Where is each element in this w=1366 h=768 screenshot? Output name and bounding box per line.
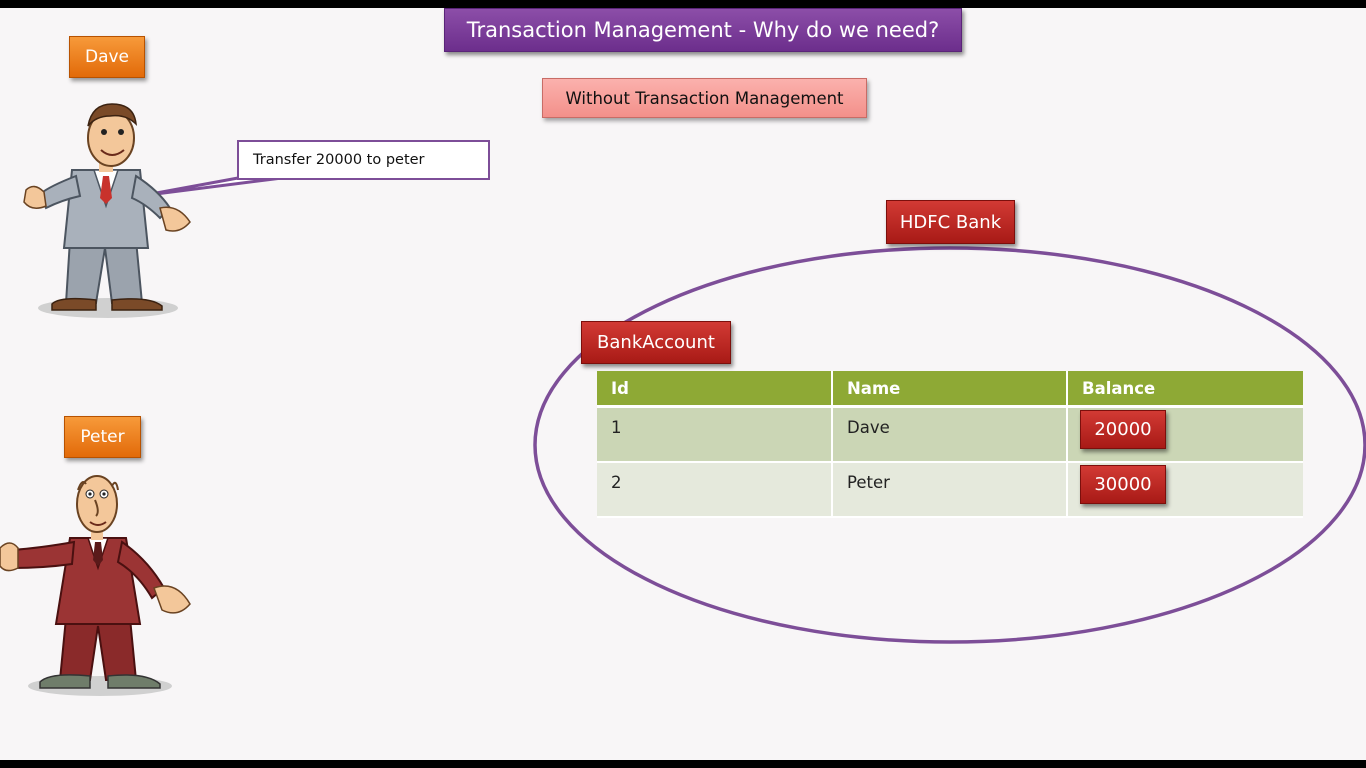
bank-boundary-ellipse (533, 246, 1366, 644)
peter-figure (0, 475, 191, 696)
table-row: 2 Peter 30000 (597, 463, 1303, 518)
cell-id: 1 (597, 408, 833, 463)
column-header-id: Id (597, 371, 833, 408)
diagram-canvas (0, 103, 1366, 696)
column-header-balance: Balance (1068, 371, 1303, 408)
dave-figure (23, 103, 191, 318)
speech-bubble: Transfer 20000 to peter (237, 140, 490, 180)
bank-name-tag: HDFC Bank (886, 200, 1015, 244)
cell-id: 2 (597, 463, 833, 518)
balance-tag: 30000 (1080, 465, 1166, 504)
slide: Transaction Management - Why do we need?… (0, 8, 1366, 760)
table-name-tag: BankAccount (581, 321, 731, 364)
dave-name-tag: Dave (69, 36, 145, 78)
slide-subtitle: Without Transaction Management (542, 78, 867, 118)
table-header-row: Id Name Balance (597, 371, 1303, 408)
bank-account-table: Id Name Balance 1 Dave 20000 2 Peter 300… (597, 371, 1303, 518)
cell-name: Peter (833, 463, 1068, 518)
column-header-name: Name (833, 371, 1068, 408)
balance-tag: 20000 (1080, 410, 1166, 449)
cell-balance: 30000 (1068, 463, 1303, 518)
peter-name-tag: Peter (64, 416, 141, 458)
speech-pointer (138, 176, 284, 198)
table-row: 1 Dave 20000 (597, 408, 1303, 463)
cell-name: Dave (833, 408, 1068, 463)
cell-balance: 20000 (1068, 408, 1303, 463)
slide-title: Transaction Management - Why do we need? (444, 8, 962, 52)
